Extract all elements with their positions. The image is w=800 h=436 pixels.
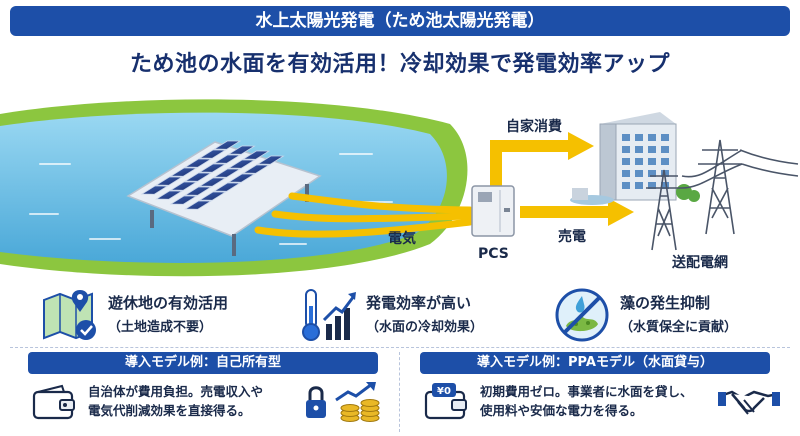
solar-panel xyxy=(198,163,227,173)
building-window xyxy=(622,158,630,165)
solar-panel xyxy=(140,185,169,195)
handshake-icon xyxy=(718,390,780,415)
divider-vertical xyxy=(399,352,400,432)
building-window xyxy=(635,134,643,141)
arrow-self-consumption xyxy=(490,132,594,188)
solar-panel xyxy=(198,177,227,187)
model-self-owned: 自治体が費用負担。売電収入や 電気代削減効果を直接得る。 xyxy=(28,376,388,432)
model-text-line2: 使用料や安価な電力を得る。 xyxy=(480,403,643,418)
solar-panel xyxy=(184,172,213,182)
solar-panel xyxy=(169,195,198,205)
building-window xyxy=(622,134,630,141)
float-anchors xyxy=(150,184,309,256)
power-cables xyxy=(254,192,474,238)
transmission-tower-icon xyxy=(646,139,799,251)
growth-coins-icon xyxy=(335,382,380,422)
headline: ため池の水面を有効活用！冷却効果で発電効率アップ xyxy=(129,52,670,77)
building-window xyxy=(648,134,656,141)
building-window xyxy=(622,146,630,153)
building-window xyxy=(635,158,643,165)
solar-panel xyxy=(242,150,271,160)
thermometer-chart-icon xyxy=(302,289,356,341)
no-algae-icon xyxy=(555,288,609,342)
solar-panel xyxy=(213,182,242,192)
power-flow-diagram xyxy=(0,99,799,277)
solar-panel xyxy=(227,173,256,183)
model-text-line1: 自治体が費用負担。売電収入や xyxy=(88,384,264,399)
building-window xyxy=(635,182,643,189)
solar-panel xyxy=(213,168,242,178)
map-check-icon xyxy=(43,290,96,340)
solar-panel xyxy=(213,140,242,150)
solar-panel xyxy=(184,158,213,168)
feature-title: 藻の発生抑制 xyxy=(620,294,711,312)
feature-title: 発電効率が高い xyxy=(366,294,472,312)
feature-algae: 藻の発生抑制 （水質保全に貢献） xyxy=(552,286,782,344)
solar-panel xyxy=(198,191,227,201)
lock-icon xyxy=(306,386,326,418)
wallet-yen-icon: ¥0 xyxy=(424,383,467,420)
feature-subtitle: （水質保全に貢献） xyxy=(620,320,738,335)
building-window xyxy=(622,182,630,189)
pcs-box xyxy=(471,185,515,237)
divider xyxy=(10,347,790,348)
model-heading-ppa: 導入モデル例：PPAモデル（水面貸与） xyxy=(420,352,770,374)
building-window xyxy=(622,170,630,177)
page-title: 水上太陽光発電（ため池太陽光発電） xyxy=(10,6,790,36)
solar-panel xyxy=(169,181,198,191)
model-ppa: ¥0 初期費用ゼロ。事業者に水面を貸し、 使用料や安価な電力を得る。 xyxy=(420,376,792,432)
model-text-line2: 電気代削減効果を直接得る。 xyxy=(88,403,251,418)
building-window xyxy=(648,182,656,189)
arrow-sell xyxy=(520,198,634,226)
label-sell: 売電 xyxy=(558,229,586,245)
label-electricity: 電気 xyxy=(388,231,416,247)
building-window xyxy=(661,134,669,141)
solar-panel xyxy=(242,164,271,174)
solar-panel xyxy=(155,190,184,200)
building-window xyxy=(635,146,643,153)
solar-panel xyxy=(184,186,213,196)
feature-efficiency: 発電効率が高い （水面の冷却効果） xyxy=(298,286,528,344)
solar-panel xyxy=(256,155,285,165)
label-self-consumption: 自家消費 xyxy=(506,119,562,135)
label-grid: 送配電網 xyxy=(672,255,728,271)
building-window xyxy=(648,170,656,177)
building-window xyxy=(661,158,669,165)
building-window xyxy=(648,146,656,153)
solar-panel xyxy=(155,176,184,186)
solar-panel xyxy=(227,159,256,169)
wallet-icon xyxy=(32,384,75,420)
feature-idle-land: 遊休地の有効活用 （土地造成不要） xyxy=(40,286,270,344)
building-window xyxy=(648,158,656,165)
solar-panel xyxy=(184,200,213,210)
feature-title: 遊休地の有効活用 xyxy=(108,294,229,312)
label-pcs: PCS xyxy=(478,246,509,262)
building-window xyxy=(661,146,669,153)
model-text-line1: 初期費用ゼロ。事業者に水面を貸し、 xyxy=(480,384,693,399)
feature-subtitle: （水面の冷却効果） xyxy=(366,320,484,335)
building-window xyxy=(661,182,669,189)
solar-panel xyxy=(213,154,242,164)
building-icon xyxy=(570,112,700,205)
yen-badge: ¥0 xyxy=(437,386,451,397)
floating-solar-array xyxy=(126,140,322,256)
solar-panel xyxy=(198,149,227,159)
solar-panel xyxy=(227,145,256,155)
feature-subtitle: （土地造成不要） xyxy=(108,320,213,335)
building-window xyxy=(635,170,643,177)
solar-panel xyxy=(169,167,198,177)
model-heading-self-owned: 導入モデル例：自己所有型 xyxy=(28,352,378,374)
